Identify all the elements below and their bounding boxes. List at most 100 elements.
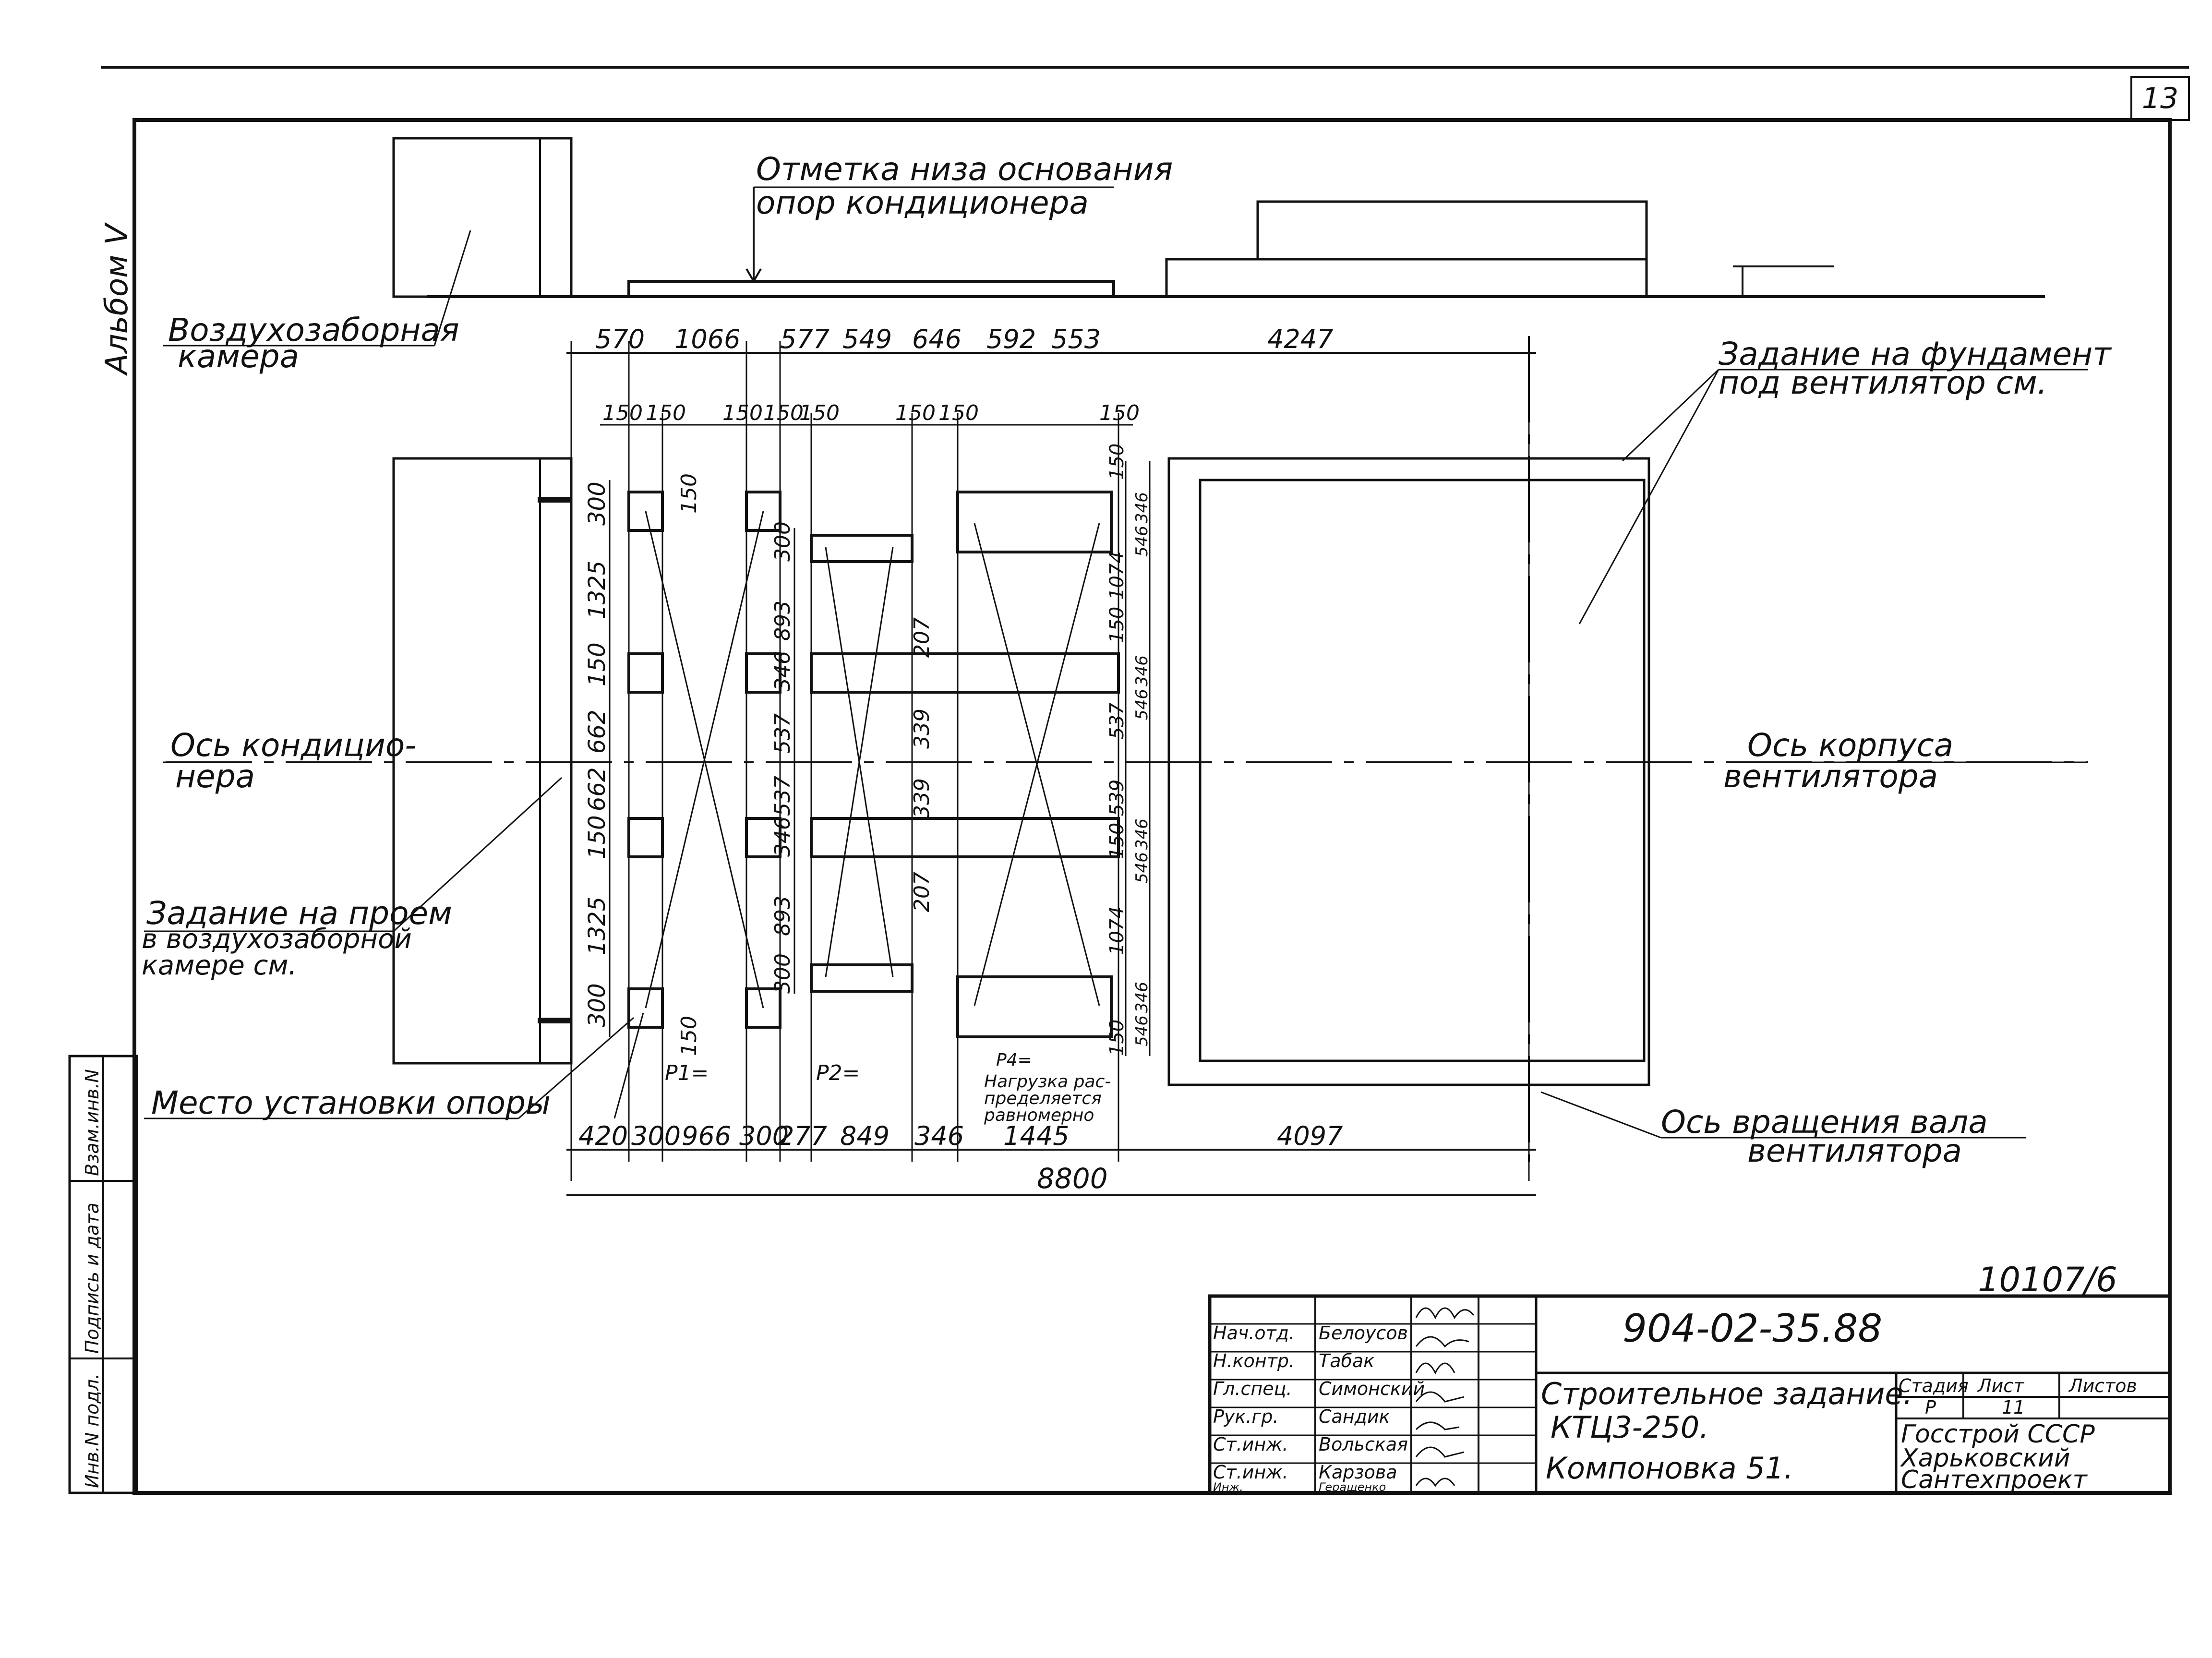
p2-label: P2= [816,1061,860,1085]
intake-label-line1: Воздухозаборная [168,312,459,348]
svg-text:150: 150 [1106,607,1128,643]
org-line1: Госстрой СССР [1901,1420,2095,1449]
svg-text:Н.контр.: Н.контр. [1213,1350,1295,1371]
svg-text:Карзова: Карзова [1319,1462,1397,1483]
intake-label-line2: камера [178,338,299,375]
svg-text:346: 346 [1132,655,1152,686]
shaft-axis-line2: вентилятора [1747,1132,1962,1169]
svg-text:150: 150 [895,401,936,425]
svg-text:1074: 1074 [1106,551,1128,600]
doc-title-line2: КТЦ3-250. [1551,1410,1709,1445]
right-vertical-dimensions-1: 150 1074 150 537 539 150 1074 150 [1106,444,1128,1056]
svg-text:4097: 4097 [1277,1121,1343,1151]
opening-task-line3: камере см. [142,950,297,981]
svg-text:646: 646 [912,324,962,354]
svg-text:577: 577 [780,324,830,354]
svg-text:300: 300 [770,521,795,562]
intake-chamber-body [392,457,573,1065]
intake-chamber-top [392,137,573,298]
title-block [1208,1294,2172,1495]
svg-text:Ст.инж.: Ст.инж. [1213,1462,1288,1483]
stamp-sign-date: Подпись и дата [82,1202,103,1354]
svg-text:207: 207 [910,617,934,658]
leader-lines [144,186,2088,1139]
svg-text:553: 553 [1051,324,1101,354]
shaft-axis-line1: Ось вращения вала [1661,1104,1988,1141]
svg-text:549: 549 [842,324,892,354]
support-place-label: Место установки опоры [151,1084,551,1121]
top-dimensions: 570 1066 577 549 646 592 553 4247 [595,324,1333,354]
conditioner-axis-line1: Ось кондицио- [170,727,416,764]
svg-text:150: 150 [722,401,763,425]
svg-text:150: 150 [799,401,840,425]
doc-title-line1: Строительное задание. [1541,1376,1912,1411]
top-sub-dimensions: 150 150 150 150 150 150 150 150 [602,401,1140,425]
svg-text:Нач.отд.: Нач.отд. [1213,1322,1295,1344]
svg-text:537: 537 [1106,702,1128,739]
svg-text:Вольская: Вольская [1319,1434,1408,1455]
svg-text:150: 150 [938,401,979,425]
svg-text:1074: 1074 [1106,906,1128,955]
support-beams [810,491,1120,1038]
svg-text:Гл.спец.: Гл.спец. [1213,1378,1292,1399]
mark-title-line2: опор кондиционера [756,184,1089,221]
sheet-label: Лист [1977,1375,2025,1396]
org-line2: Харьковский [1899,1444,2070,1473]
svg-text:1066: 1066 [674,324,740,354]
svg-text:570: 570 [595,324,645,354]
svg-text:150: 150 [677,1016,701,1056]
stamp-inv-no: Инв.N подл. [82,1373,103,1488]
load-note-line3: равномерно [984,1105,1094,1125]
svg-text:300: 300 [631,1121,681,1151]
fan-task-line1: Задание на фундамент [1719,336,2112,372]
svg-text:Геращенко: Геращенко [1319,1480,1386,1494]
extension-lines [570,336,1530,1181]
sheet-value: 11 [2002,1397,2025,1418]
svg-text:420: 420 [578,1121,628,1151]
svg-text:Белоусов: Белоусов [1319,1322,1408,1344]
svg-text:537: 537 [770,713,795,754]
fan-foundation-inner [1199,479,1646,1062]
album-label: Альбом V [99,222,135,376]
sheets-label: Листов [2068,1375,2137,1396]
fan-axis-line2: вентилятора [1723,758,1938,795]
svg-text:339: 339 [910,778,934,818]
svg-text:346: 346 [914,1121,964,1151]
conditioner-base-outline [627,280,1115,298]
svg-text:539: 539 [1106,780,1128,816]
stage-label: Стадия [1899,1375,1969,1396]
svg-text:150: 150 [584,815,611,859]
svg-text:1325: 1325 [584,897,611,955]
svg-text:150: 150 [1106,1020,1128,1056]
svg-text:1445: 1445 [1003,1121,1069,1151]
svg-text:346: 346 [770,817,795,857]
svg-text:1325: 1325 [584,561,611,619]
svg-text:150: 150 [646,401,686,425]
svg-text:150: 150 [602,401,643,425]
svg-text:Табак: Табак [1319,1350,1374,1371]
svg-text:346: 346 [1132,492,1152,523]
svg-text:546: 546 [1132,689,1152,720]
fan-axis-line1: Ось корпуса [1747,727,1953,764]
document-code: 904-02-35.88 [1623,1306,1882,1351]
load-note-line1: Нагрузка рас- [984,1072,1111,1092]
svg-text:966: 966 [682,1121,731,1151]
fan-foundation-outer [1167,457,1650,1086]
svg-text:662: 662 [584,767,611,811]
p4-label: P4= [996,1050,1032,1070]
svg-text:Инж.: Инж. [1213,1480,1243,1494]
sheet-number: 13 [2142,82,2178,115]
right-vertical-dimensions-2: 346 546 346 546 346 546 346 546 [1132,492,1152,1046]
stage-value: Р [1925,1397,1936,1418]
svg-text:4247: 4247 [1267,324,1333,354]
load-lines [613,511,1100,1119]
svg-text:Сандик: Сандик [1319,1406,1390,1427]
svg-text:662: 662 [584,709,611,754]
svg-text:300: 300 [770,953,795,994]
bottom-dimensions: 420 300 966 300 277 849 346 1445 4097 [578,1121,1343,1151]
drawing-frame [132,118,2172,1495]
svg-text:592: 592 [986,324,1036,354]
svg-text:150: 150 [1106,823,1128,859]
svg-text:277: 277 [778,1121,827,1151]
